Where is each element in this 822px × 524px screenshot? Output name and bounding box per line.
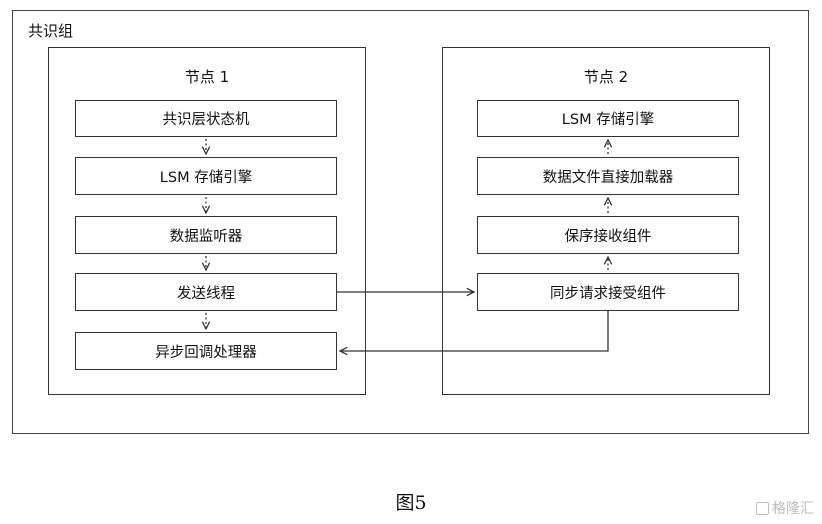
node1-async-callback-handler: 异步回调处理器 — [75, 332, 337, 370]
node2-ordered-receive-component: 保序接收组件 — [477, 216, 739, 254]
node-2-box: 节点 2 — [442, 47, 770, 395]
figure-caption: 图5 — [395, 492, 427, 514]
consensus-group-box — [12, 10, 809, 434]
watermark: 格隆汇 — [756, 498, 814, 518]
node-1-box: 节点 1 — [48, 47, 366, 395]
node2-data-file-direct-loader: 数据文件直接加载器 — [477, 157, 739, 195]
node1-lsm-storage-engine: LSM 存储引擎 — [75, 157, 337, 195]
node-1-title: 节点 1 — [184, 68, 230, 86]
node1-data-listener: 数据监听器 — [75, 216, 337, 254]
node2-sync-request-receive-component: 同步请求接受组件 — [477, 273, 739, 311]
watermark-logo-icon — [756, 501, 769, 515]
node1-send-thread: 发送线程 — [75, 273, 337, 311]
node2-lsm-storage-engine: LSM 存储引擎 — [477, 100, 739, 137]
consensus-group-label: 共识组 — [28, 22, 74, 40]
node1-consensus-state-machine: 共识层状态机 — [75, 100, 337, 137]
node-2-title: 节点 2 — [583, 68, 629, 86]
watermark-text: 格隆汇 — [772, 501, 814, 517]
